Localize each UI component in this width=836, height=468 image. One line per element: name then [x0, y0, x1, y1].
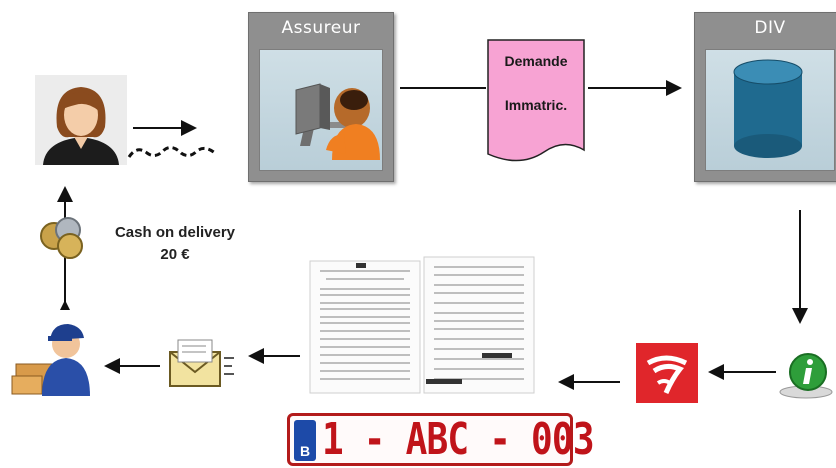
- flow-arrow-request-to-div: [588, 80, 682, 96]
- insurer-title: Assureur: [281, 18, 361, 38]
- div-window: DIV: [694, 12, 836, 182]
- plate-country: B: [299, 443, 311, 459]
- div-title: DIV: [754, 18, 786, 38]
- envelope-icon: [169, 339, 234, 387]
- database-cylinder-icon: [733, 59, 803, 158]
- payment-label: Cash on delivery 20 €: [100, 222, 250, 266]
- info-icon: [779, 353, 833, 399]
- man-at-computer-icon: [295, 83, 380, 160]
- flow-arrow-documents-to-envelope: [248, 348, 300, 364]
- request-doc-line1: Demande: [504, 53, 568, 69]
- insurer-window-body: [259, 49, 383, 171]
- bpost-logo-icon: [636, 343, 698, 403]
- div-window-body: [705, 49, 835, 171]
- insurer-window: Assureur: [248, 12, 394, 182]
- license-plate: B 1 - ABC - 003: [287, 413, 595, 466]
- customer-avatar: [35, 75, 127, 165]
- flow-arrow-envelope-to-courier: [104, 358, 160, 374]
- request-doc-line2: Immatric.: [504, 97, 568, 113]
- flow-arrow-postal-to-documents: [558, 374, 620, 390]
- flow-arrow-insurer-to-request: [400, 87, 486, 89]
- payment-line1: Cash on delivery: [114, 224, 236, 241]
- woman-avatar-icon: [35, 75, 127, 165]
- eu-flag-icon: B: [294, 420, 316, 461]
- plate-number: 1 - ABC - 003: [322, 414, 595, 465]
- flow-arrow-customer-to-insurer: [127, 120, 216, 158]
- registration-document-icon: [309, 256, 535, 394]
- flow-arrow-info-to-postal: [708, 364, 776, 380]
- request-document: [487, 39, 585, 162]
- delivery-man-icon: [11, 324, 90, 396]
- payment-line2: 20 €: [160, 246, 190, 263]
- registration-documents: [306, 255, 536, 395]
- coins-icon: [40, 217, 83, 259]
- flow-arrow-div-down: [792, 210, 808, 324]
